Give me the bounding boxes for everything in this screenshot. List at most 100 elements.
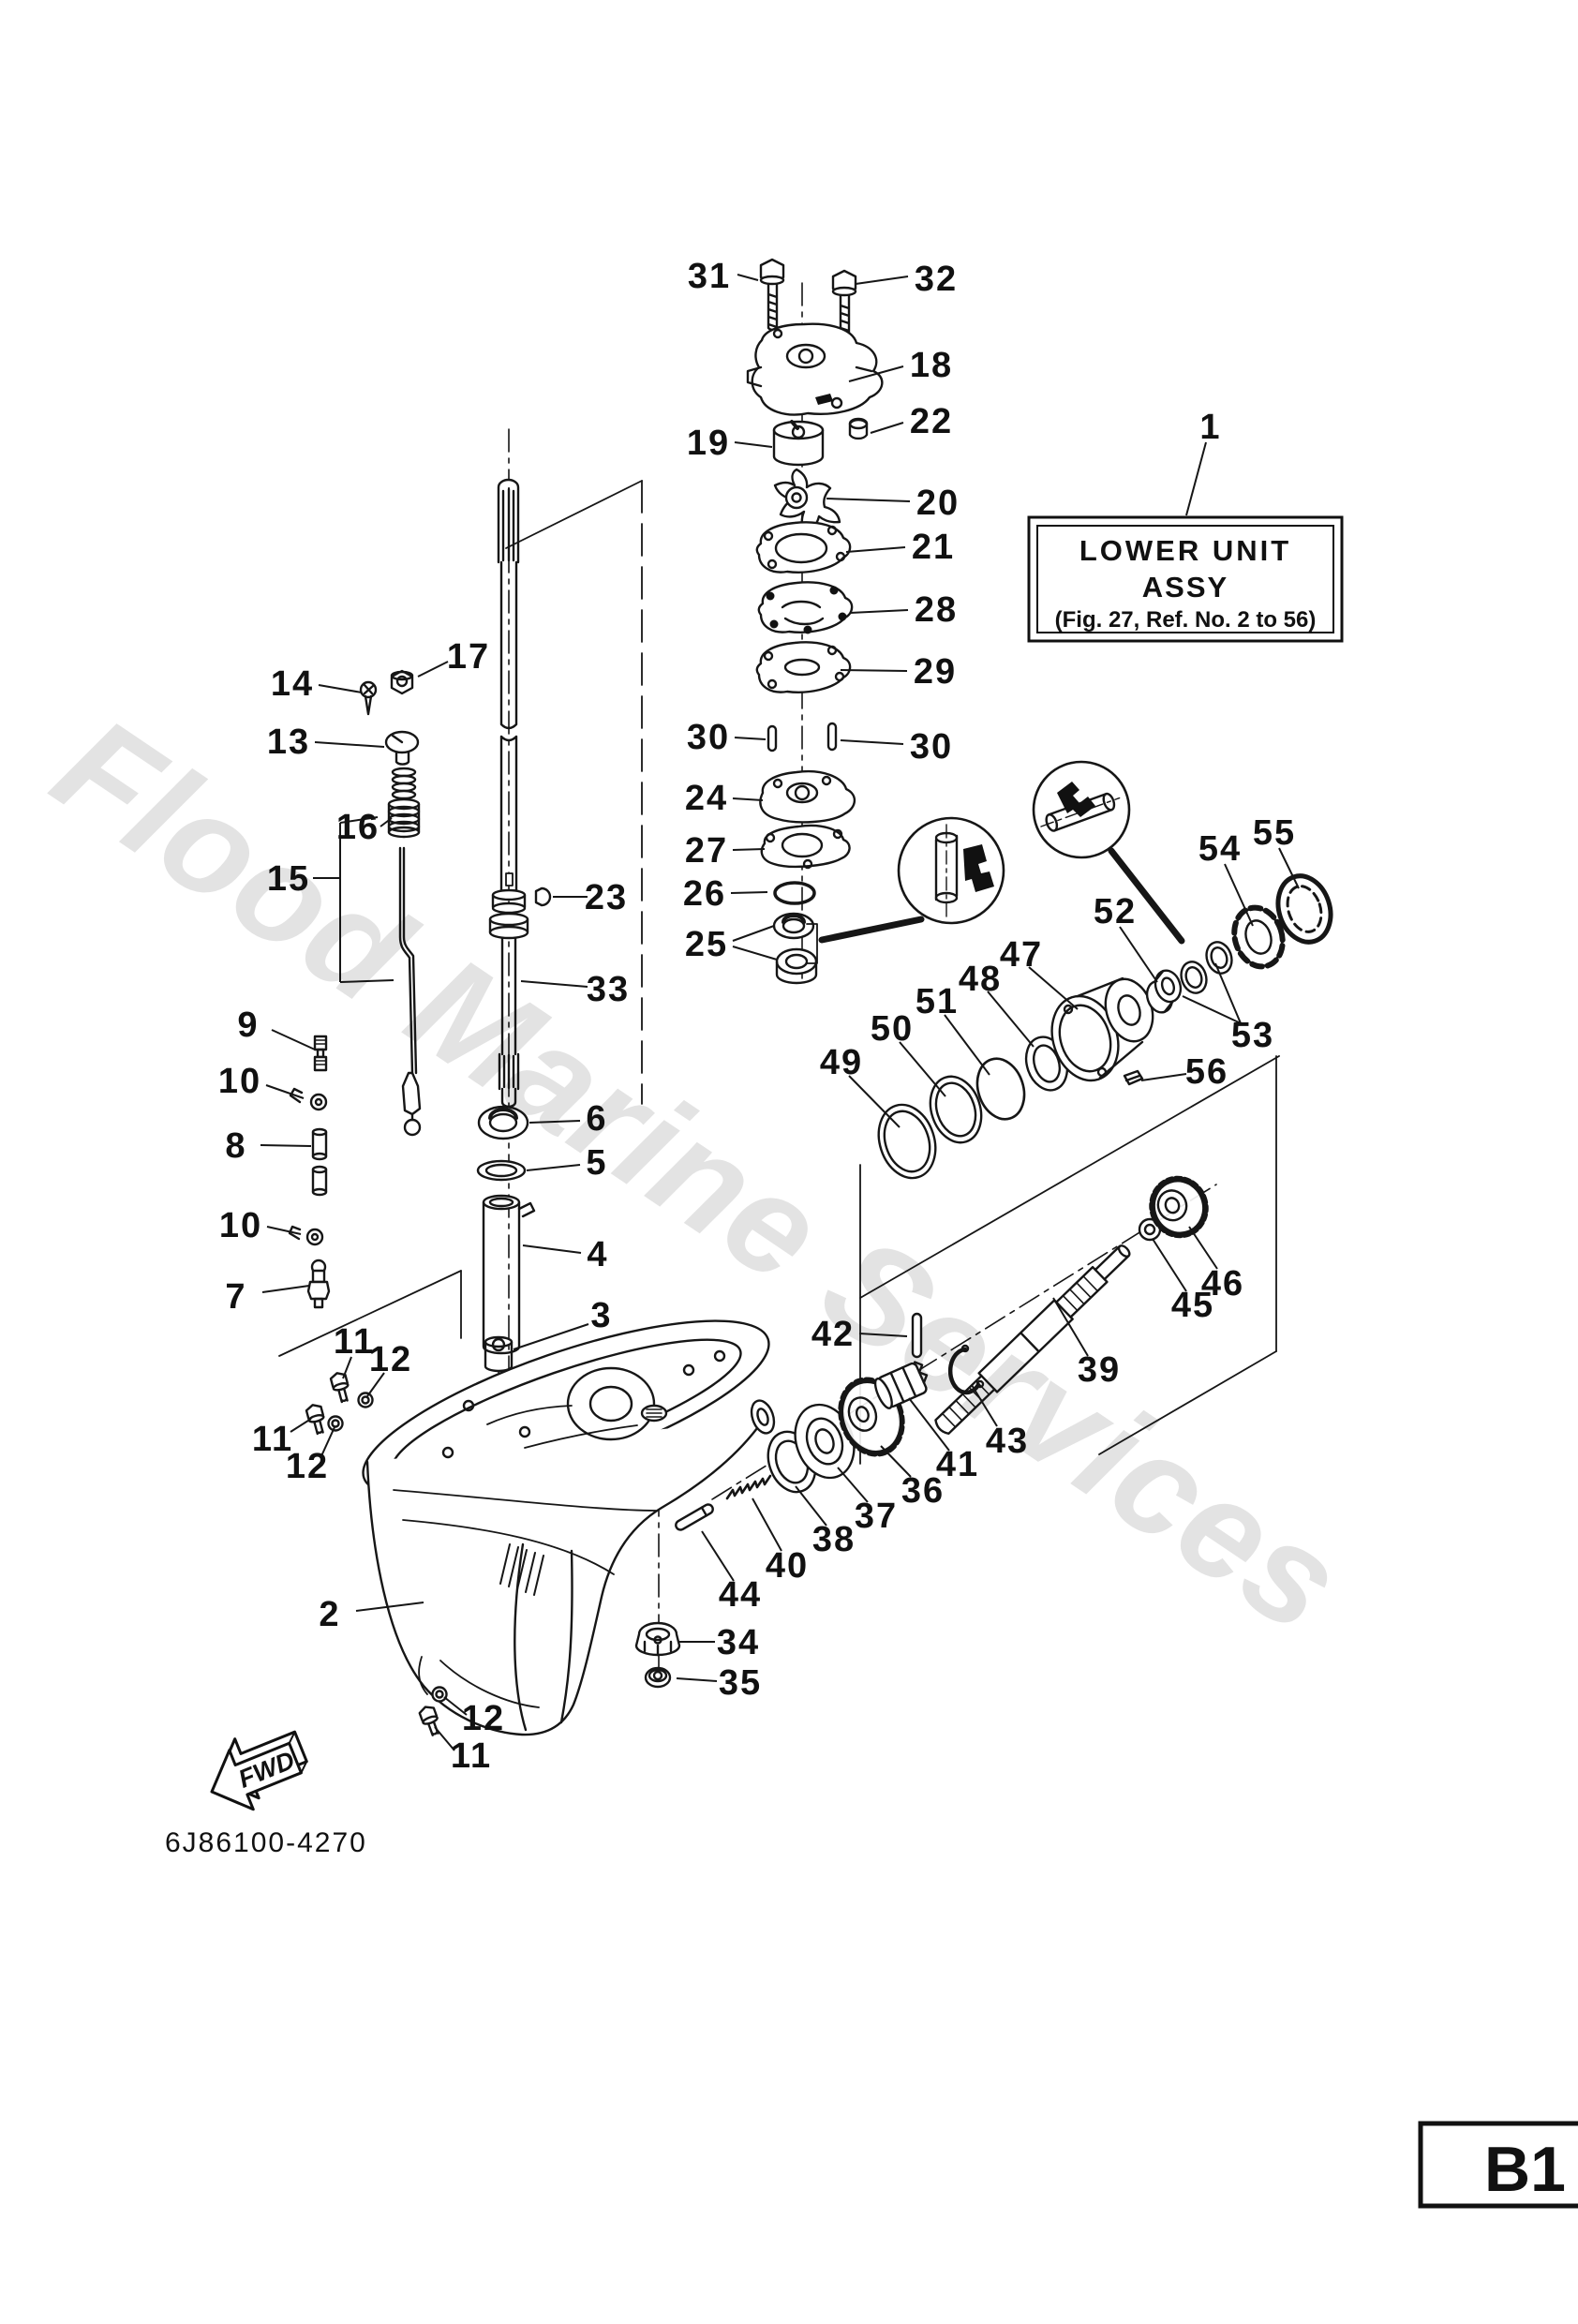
leader-line-14	[318, 684, 363, 693]
leader-lines	[260, 274, 1300, 1751]
leader-line-38	[795, 1485, 827, 1527]
leader-line-35	[676, 1677, 718, 1682]
callout-54: 54	[1198, 829, 1242, 869]
callout-48: 48	[959, 960, 1002, 999]
callout-44: 44	[719, 1575, 762, 1615]
part-spring-40	[725, 1474, 772, 1500]
part-water-pump-housing	[746, 322, 884, 416]
callout-50: 50	[871, 1009, 914, 1049]
leader-line-52	[1119, 926, 1158, 983]
leader-line-26	[730, 891, 768, 894]
callout-26: 26	[683, 874, 726, 914]
leader-line-30	[734, 737, 767, 740]
leader-line-36	[880, 1445, 912, 1478]
title-line-3: (Fig. 27, Ref. No. 2 to 56)	[1055, 607, 1317, 633]
callout-10: 10	[218, 1062, 261, 1101]
callout-20: 20	[916, 484, 960, 523]
callout-49: 49	[820, 1043, 863, 1082]
callout-5: 5	[586, 1143, 607, 1183]
leader-line-51	[944, 1014, 990, 1076]
part-screw-14	[359, 680, 378, 716]
callout-30: 30	[910, 727, 953, 767]
callout-7: 7	[225, 1277, 246, 1317]
callout-14: 14	[271, 664, 314, 704]
leader-line-33	[520, 980, 588, 988]
callout-43: 43	[986, 1422, 1029, 1461]
part-circlip-43	[947, 1344, 985, 1395]
part-washer-12c	[431, 1686, 448, 1703]
part-oring-50	[929, 1075, 983, 1144]
callout-31: 31	[688, 257, 731, 296]
callout-40: 40	[766, 1546, 809, 1586]
callout-37: 37	[855, 1497, 898, 1536]
callout-38: 38	[812, 1520, 856, 1559]
part-impeller	[773, 468, 841, 534]
part-dowel-pin-30-left	[767, 724, 778, 752]
part-spanner-nut-34	[634, 1621, 681, 1657]
callout-33: 33	[587, 970, 630, 1009]
leader-line-15	[339, 816, 379, 824]
leader-line-50	[899, 1041, 946, 1097]
part-key-56	[1123, 1069, 1144, 1086]
part-clip-10-upper	[289, 1087, 328, 1111]
part-reverse-gear-46	[1149, 1175, 1209, 1239]
callout-19: 19	[687, 424, 730, 463]
callout-1: 1	[1199, 408, 1221, 447]
leader-line-55	[1278, 847, 1300, 889]
part-collar-8	[311, 1127, 328, 1197]
callout-35: 35	[719, 1663, 762, 1703]
leader-line-30	[840, 739, 904, 745]
callout-12: 12	[286, 1447, 329, 1486]
part-base-gasket	[760, 824, 851, 870]
leader-line-48	[987, 991, 1035, 1048]
leader-line-54	[1224, 863, 1254, 927]
part-pump-plate	[757, 581, 854, 634]
leader-line-37	[837, 1467, 869, 1503]
part-bearing-carrier-47	[1050, 976, 1154, 1082]
leader-line-9	[271, 1029, 316, 1050]
leader-line-53	[1214, 962, 1242, 1024]
leader-line-7	[261, 1285, 310, 1293]
callout-42: 42	[811, 1315, 855, 1354]
callout-13: 13	[267, 723, 310, 762]
leader-line-31	[737, 274, 759, 281]
callout-56: 56	[1185, 1052, 1228, 1092]
leader-line-49	[848, 1075, 901, 1128]
callout-45: 45	[1171, 1286, 1214, 1325]
leader-line-18	[848, 365, 904, 382]
leader-line-27	[732, 848, 766, 851]
callout-16: 16	[336, 808, 380, 847]
leader-line-42	[858, 1333, 908, 1337]
part-oring-51	[975, 1057, 1026, 1121]
leader-line-17	[417, 661, 449, 678]
part-oring-49	[877, 1103, 937, 1180]
leader-line-43	[971, 1384, 998, 1427]
callout-52: 52	[1094, 892, 1137, 931]
leader-line-53	[1182, 995, 1242, 1024]
callout-47: 47	[1000, 935, 1043, 975]
fwd-arrow: FWD	[210, 1730, 308, 1811]
callout-39: 39	[1078, 1350, 1121, 1390]
part-pump-base	[759, 769, 856, 824]
title-line-2: ASSY	[1142, 571, 1228, 603]
part-washer-12a	[357, 1392, 374, 1408]
callout-12: 12	[369, 1340, 412, 1379]
callout-51: 51	[916, 982, 959, 1021]
part-bearing-37	[794, 1403, 856, 1480]
title-line-1: LOWER UNIT	[1079, 534, 1291, 567]
part-gear-case-housing	[362, 1319, 776, 1736]
leader-line-1	[1185, 441, 1207, 516]
leader-line-11	[290, 1418, 312, 1433]
part-washer-5	[476, 1159, 527, 1182]
part-clutch-dog-41	[873, 1361, 929, 1409]
callout-numbers: 1234567891010111211121211131415161718192…	[218, 257, 1294, 1776]
part-nut-35	[644, 1666, 672, 1689]
leader-line-24	[732, 797, 764, 801]
callout-21: 21	[912, 528, 955, 567]
callout-11: 11	[334, 1322, 375, 1362]
leader-line-10	[265, 1084, 305, 1099]
part-bolt-11a	[328, 1370, 353, 1405]
leader-line-46	[1188, 1226, 1218, 1270]
leader-line-29	[840, 669, 908, 672]
leader-line-45	[1152, 1238, 1187, 1292]
